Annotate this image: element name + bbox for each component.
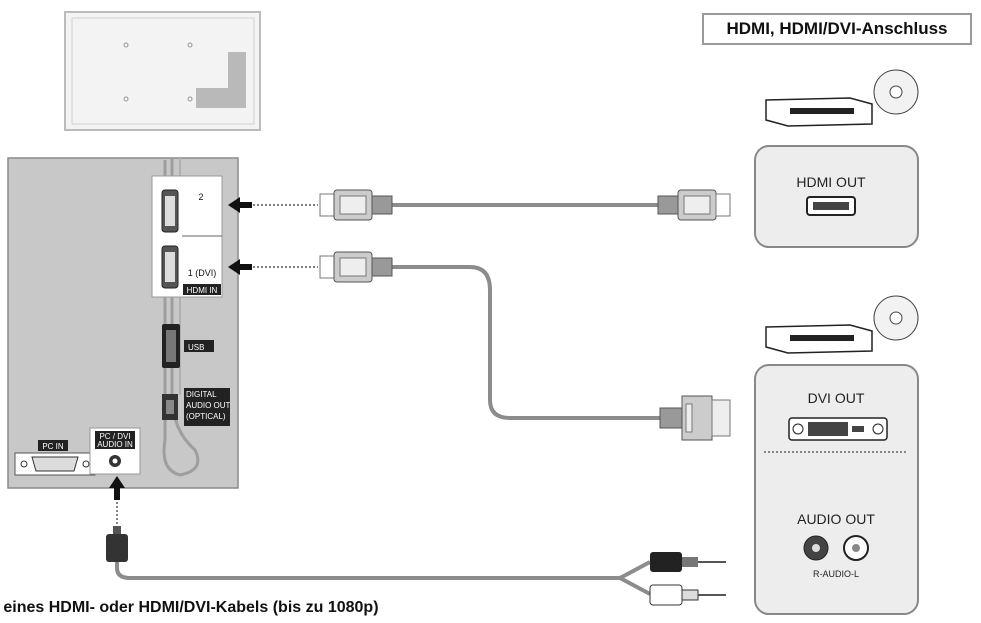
rca-jack-r-icon [803,535,829,561]
rca-jack-l-icon [843,535,869,561]
rca-plugs [649,552,726,606]
hdmi-plug-right [657,189,731,221]
label-optical-3: (OPTICAL) [186,412,226,421]
dvi-pins-icon [808,422,848,436]
label-hdmi-out: HDMI OUT [796,174,866,190]
bluray-player-icon [765,69,919,127]
label-pc-audio-1: PC / DVI [99,432,130,441]
label-dvi-out: DVI OUT [808,390,865,406]
label-r-audio-l: R-AUDIO-L [813,569,859,579]
label-pc-in: PC IN [42,442,64,451]
hdmi-plug-left-bottom [319,251,393,283]
bluray-player-icon-2 [765,295,919,354]
label-hdmi2: 2 [198,192,203,202]
label-usb: USB [188,343,204,352]
cables [115,203,660,596]
label-hdmi1: 1 (DVI) [188,268,217,278]
tv-rear-panel [7,157,239,489]
dvi-screw-right-icon [872,423,884,435]
hdmi-plug-left-top [319,189,393,221]
label-audio-out: AUDIO OUT [797,511,875,527]
dvi-plug [659,395,731,441]
dvi-pin-flat-icon [852,426,864,432]
label-hdmi-in: HDMI IN [187,286,218,295]
diagram-caption: e eines HDMI- oder HDMI/DVI-Kabels (bis … [0,599,379,616]
minijack-plug [106,526,128,562]
tv-thumbnail [64,11,261,131]
hdmi-port-slot-icon [813,202,849,210]
label-optical-1: DIGITAL [186,390,217,399]
label-pc-audio-2: AUDIO IN [97,440,133,449]
diagram-title: HDMI, HDMI/DVI-Anschluss [702,13,972,45]
insert-arrows [109,197,318,528]
label-optical-2: AUDIO OUT [186,401,231,410]
dvi-screw-left-icon [792,423,804,435]
